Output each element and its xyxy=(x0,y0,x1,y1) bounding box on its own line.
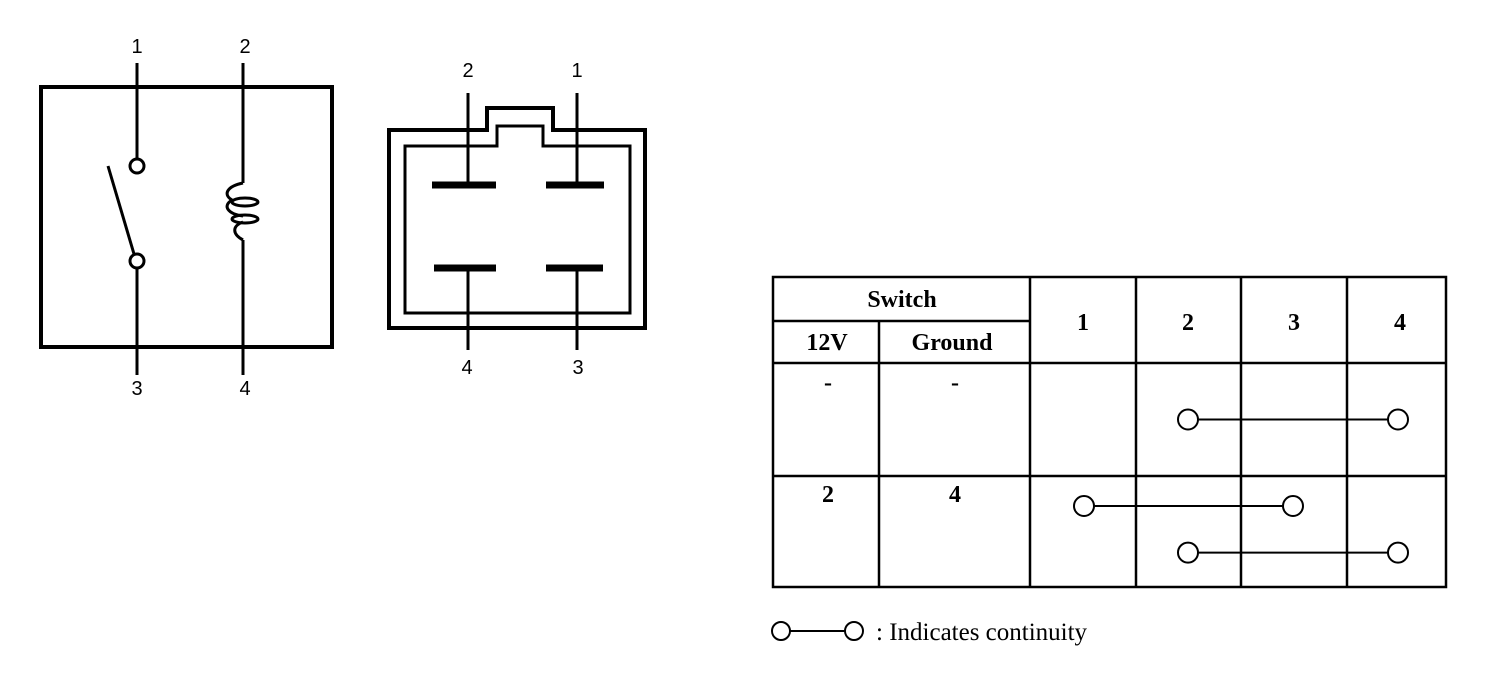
coil-loop-upper xyxy=(230,196,260,208)
continuity-marks xyxy=(1073,408,1409,564)
row-1-ground: - xyxy=(951,370,959,396)
sub-header-ground: Ground xyxy=(912,330,994,356)
connector-pin-label: 2 xyxy=(462,60,473,82)
sub-header-12v: 12V xyxy=(806,330,848,356)
terminal-header: 2 xyxy=(1182,310,1194,336)
continuity-node xyxy=(1073,494,1095,517)
coil-loop-lower xyxy=(230,213,260,225)
continuity-node xyxy=(1177,408,1199,431)
schematic-frame xyxy=(39,85,334,349)
terminal-header: 1 xyxy=(1077,310,1089,336)
continuity-table: Switch 12V Ground 1 2 3 4 - - 2 4 xyxy=(771,275,1448,589)
legend-node xyxy=(844,621,864,641)
schematic-pin-label: 3 xyxy=(131,378,142,400)
connector-pin-label: 1 xyxy=(571,60,582,82)
connector-housing-outer xyxy=(387,106,647,330)
schematic-pin-label: 1 xyxy=(131,36,142,58)
row-1-12v: - xyxy=(824,370,832,396)
row-2-12v: 2 xyxy=(822,482,834,508)
connector-pin-label: 4 xyxy=(461,357,472,379)
switch-contact-upper xyxy=(128,157,146,175)
switch-contact-lower xyxy=(128,252,146,270)
continuity-node xyxy=(1177,541,1199,564)
table-border xyxy=(771,275,1448,589)
schematic-pin-label: 2 xyxy=(239,36,250,58)
connector-housing-inner xyxy=(403,124,632,315)
schematic-pin-label: 4 xyxy=(239,378,250,400)
terminal-header: 4 xyxy=(1394,310,1406,336)
terminal-header: 3 xyxy=(1288,310,1300,336)
connector-pin-label: 3 xyxy=(572,357,583,379)
switch-blade xyxy=(106,165,136,255)
coil-tail xyxy=(233,220,244,242)
relay-schematic: 1 2 3 4 xyxy=(39,36,334,400)
connector-view: 2 1 4 3 xyxy=(387,60,647,379)
legend-text: : Indicates continuity xyxy=(876,619,1088,646)
continuity-node xyxy=(1282,494,1304,517)
legend: : Indicates continuity xyxy=(771,619,1088,646)
continuity-node xyxy=(1387,541,1409,564)
switch-header: Switch xyxy=(867,287,936,313)
legend-node xyxy=(771,621,791,641)
row-2-ground: 4 xyxy=(949,482,961,508)
continuity-node xyxy=(1387,408,1409,431)
